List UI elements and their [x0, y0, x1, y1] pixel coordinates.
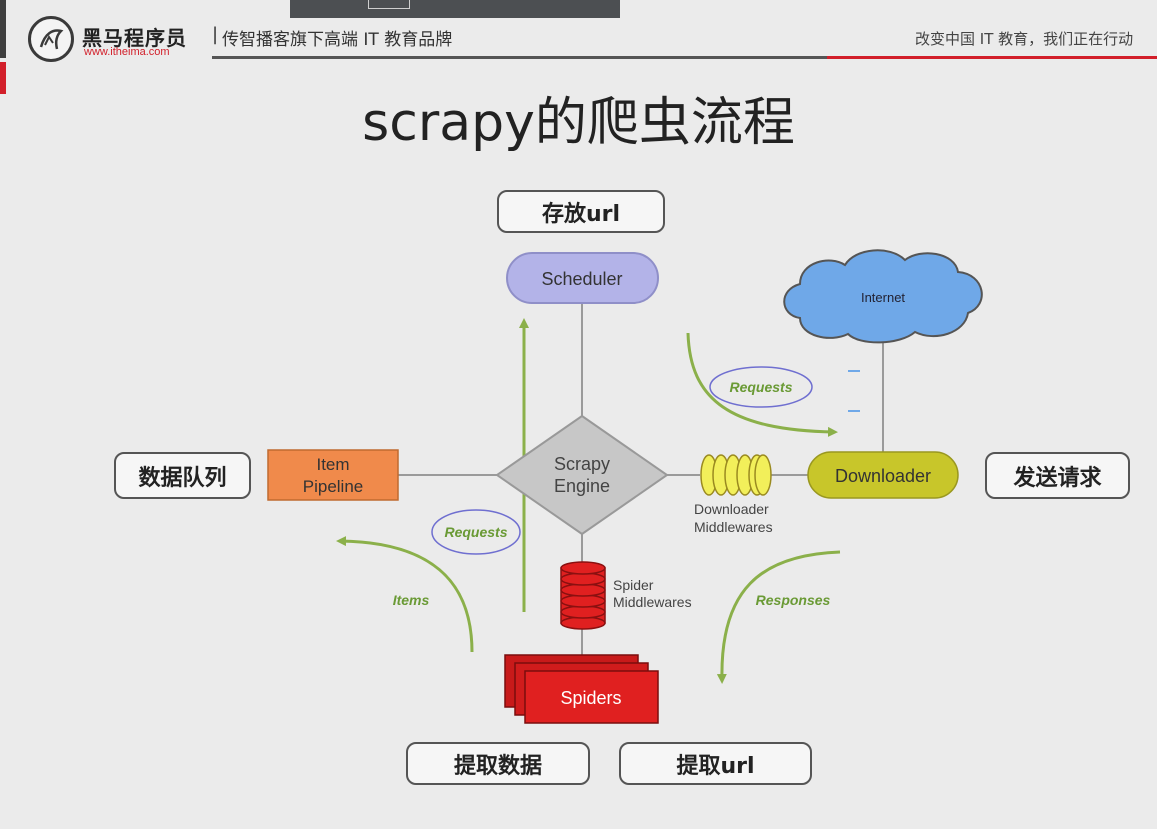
pipeline-label-line2: Pipeline — [303, 477, 364, 496]
scheduler-node — [506, 252, 659, 304]
responses-arrow — [716, 550, 841, 684]
items-label: Items — [393, 592, 430, 608]
requests-left-oval — [431, 509, 521, 555]
pipeline-label-line1: Item — [316, 455, 349, 474]
header-rule-accent — [827, 56, 1157, 59]
label-extract-data: 提取数据 — [406, 742, 590, 785]
spiders-node — [504, 654, 659, 724]
spiders-label: Spiders — [560, 688, 621, 708]
engine-label-line2: Engine — [554, 476, 610, 496]
responses-label: Responses — [756, 592, 831, 608]
requests-left-label: Requests — [444, 524, 507, 540]
label-send-request: 发送请求 — [985, 452, 1130, 499]
spider-mw-label-line1: Spider — [613, 577, 654, 593]
top-toolbar — [290, 0, 620, 18]
header-separator: | — [212, 24, 219, 45]
brand-logo-icon — [28, 16, 74, 62]
left-edge-bar — [0, 0, 6, 58]
engine-node — [495, 414, 669, 536]
requests-right-arrow — [686, 332, 838, 437]
internet-cloud — [783, 249, 983, 344]
downloader-label: Downloader — [835, 466, 931, 486]
downloader-middleware-icon — [700, 454, 772, 496]
downloader-mw-label-line2: Middlewares — [694, 519, 773, 535]
spider-mw-label-line2: Middlewares — [613, 594, 692, 610]
slide-title: scrapy的爬虫流程 — [362, 93, 795, 153]
brand-url: www.itheima.com — [84, 46, 170, 58]
engine-label-line1: Scrapy — [554, 454, 610, 474]
item-pipeline-node — [267, 449, 399, 501]
link-dashes — [848, 370, 860, 412]
toolbar-button[interactable] — [368, 0, 410, 9]
header-rule — [212, 56, 827, 59]
items-arrow — [336, 536, 474, 653]
scheduler-label: Scheduler — [541, 269, 622, 289]
label-store-url: 存放url — [497, 190, 665, 233]
header-tagline: 传智播客旗下高端 IT 教育品牌 — [222, 30, 453, 50]
spider-middleware-icon — [560, 561, 606, 630]
header-slogan: 改变中国 IT 教育，我们正在行动 — [915, 30, 1134, 48]
label-data-queue: 数据队列 — [114, 452, 251, 499]
downloader-mw-label-line1: Downloader — [694, 501, 769, 517]
requests-right-label: Requests — [729, 379, 792, 395]
downloader-node — [807, 451, 959, 499]
brand-name: 黑马程序员 — [82, 26, 187, 50]
label-extract-url: 提取url — [619, 742, 812, 785]
left-edge-accent — [0, 62, 6, 94]
connector-lines — [398, 303, 884, 655]
requests-right-oval — [709, 366, 813, 408]
internet-label: Internet — [861, 290, 905, 305]
